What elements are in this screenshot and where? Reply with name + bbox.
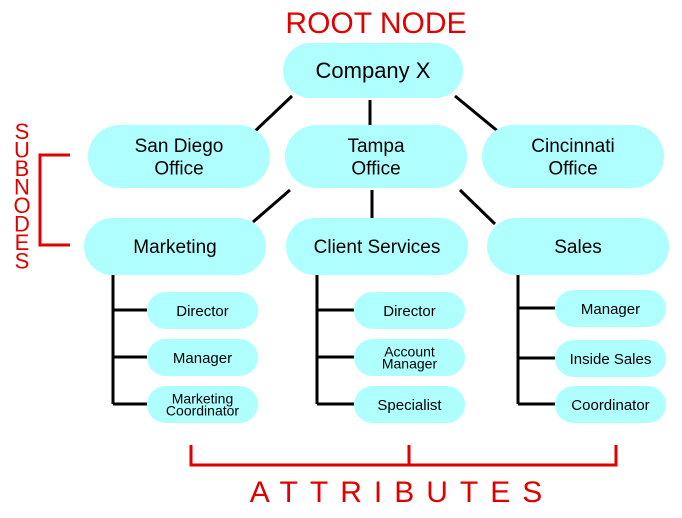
attribute-node: Director	[147, 292, 258, 329]
attribute-node-label: Marketing	[172, 390, 233, 406]
root-node-label: Company X	[316, 58, 431, 83]
office-node-shape	[482, 125, 664, 188]
subnodes-label-letter: O	[13, 193, 30, 218]
office-node-label: Office	[351, 159, 400, 180]
root-node: Company X	[283, 43, 463, 98]
attribute-node-label: Director	[383, 303, 436, 320]
office-node-label: Office	[154, 159, 203, 180]
attribute-node: Director	[354, 292, 465, 329]
connectors	[251, 94, 501, 226]
subnodes-label-letter: B	[15, 156, 30, 181]
subnodes-label-letter: S	[15, 119, 30, 144]
attribute-node-shape	[354, 386, 465, 423]
attribute-node-shape	[555, 386, 666, 423]
department-node-label: Marketing	[133, 237, 216, 258]
attribute-node-shape	[147, 386, 258, 423]
subnodes-bracket	[38, 153, 70, 247]
attribute-node-label: Specialist	[377, 397, 442, 414]
department-node-shape	[286, 218, 468, 275]
attributes-label: ATTRIBUTES	[250, 476, 554, 509]
attribute-node: Specialist	[354, 386, 465, 423]
subnodes-label-letter: U	[14, 138, 30, 163]
office-node-shape	[88, 125, 270, 188]
department-node-shape	[84, 218, 266, 275]
attribute-node-shape	[555, 290, 666, 327]
attribute-node-shape	[147, 292, 258, 329]
subnodes-label-letter: E	[15, 230, 30, 255]
attribute-node-shape	[147, 339, 258, 376]
root-node-shape	[283, 43, 463, 98]
attribute-node-label: Coordinator	[571, 397, 649, 414]
attribute-node-label: Coordinator	[166, 402, 239, 418]
attribute-node: Manager	[147, 339, 258, 376]
office-node-label: Cincinnati	[531, 136, 614, 157]
office-node-label: Tampa	[347, 136, 404, 157]
attribute-node-shape	[354, 339, 465, 376]
department-node-label: Sales	[554, 237, 602, 258]
attribute-node-shape	[555, 340, 666, 377]
office-node-label: Office	[548, 159, 597, 180]
department-node: Sales	[487, 218, 669, 275]
root-node-title: ROOT NODE	[285, 7, 466, 40]
attribute-node-label: Manager	[581, 301, 640, 318]
department-node-label: Client Services	[314, 237, 441, 258]
subnodes-label-letter: D	[14, 212, 30, 237]
attribute-node-label: Manager	[382, 355, 438, 371]
department-node-shape	[487, 218, 669, 275]
attributes-bracket	[189, 445, 618, 467]
office-node-label: San Diego	[135, 136, 224, 157]
department-node: Client Services	[286, 218, 468, 275]
department-node: Marketing	[84, 218, 266, 275]
attribute-node-label: Manager	[173, 350, 232, 367]
office-node-shape	[285, 125, 467, 188]
attribute-node: Coordinator	[555, 386, 666, 423]
subnodes-label-letter: N	[14, 175, 30, 200]
subnodes-label-letter: S	[15, 249, 30, 274]
attribute-node-label: Director	[176, 303, 229, 320]
attribute-node: Manager	[555, 290, 666, 327]
attribute-node-label: Account	[384, 343, 435, 359]
attribute-node: Inside Sales	[555, 340, 666, 377]
attribute-node-label: Inside Sales	[570, 351, 652, 368]
attribute-node-shape	[354, 292, 465, 329]
